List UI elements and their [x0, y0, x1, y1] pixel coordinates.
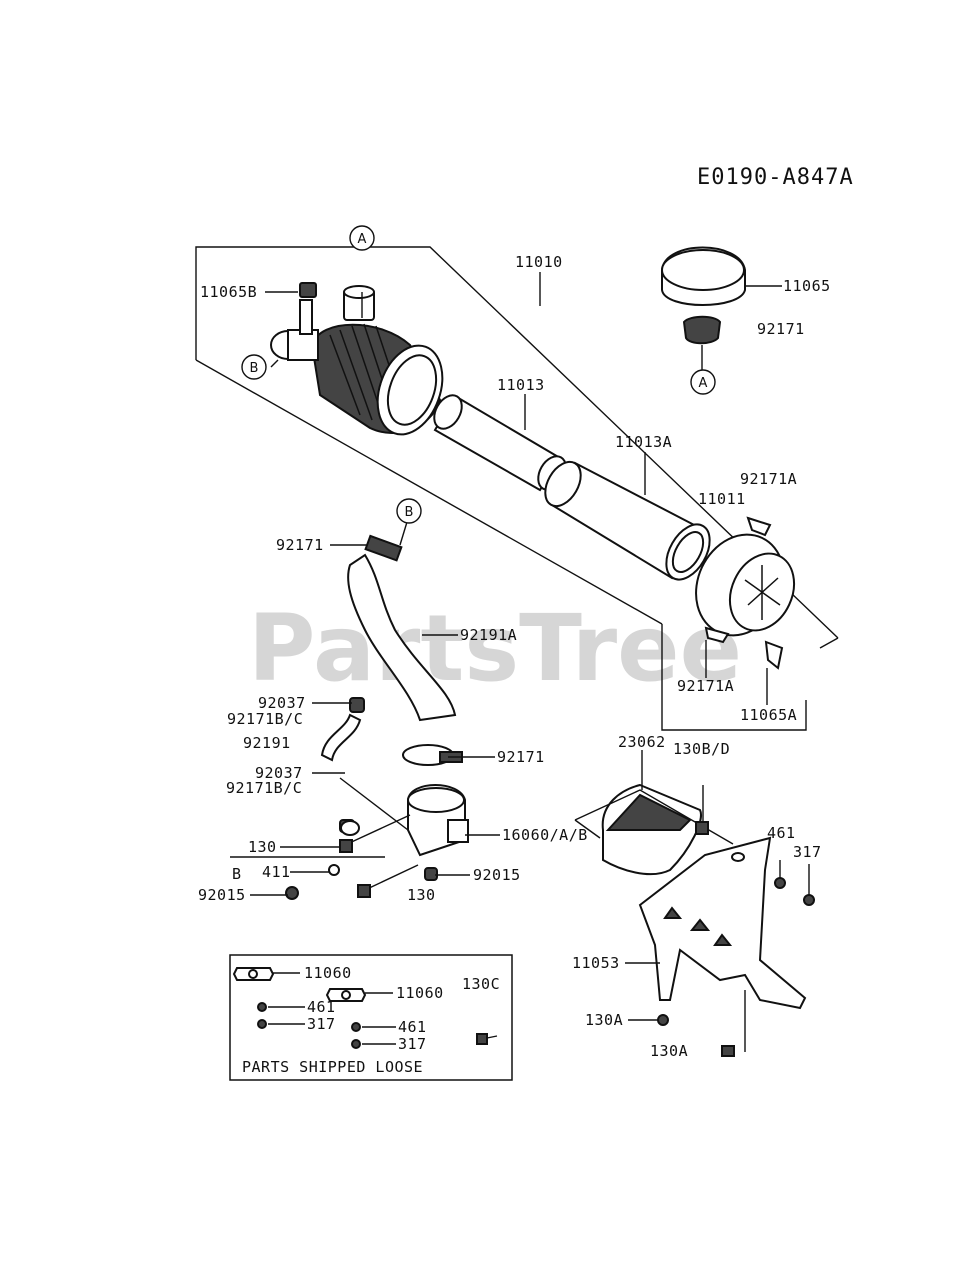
callout-a-cap: A — [690, 369, 716, 395]
small-hose-92191 — [320, 697, 365, 836]
label-317-box-2: 317 — [398, 1035, 427, 1053]
label-411: 411 — [262, 863, 291, 881]
clamp-92171 — [402, 744, 463, 766]
label-11013: 11013 — [497, 376, 545, 394]
leader-lines — [230, 272, 810, 1021]
air-cleaner-housing — [270, 282, 444, 436]
label-11011: 11011 — [698, 490, 746, 508]
bracket-11053 — [638, 836, 815, 1057]
air-cleaner-assembly-frame — [195, 246, 839, 731]
label-11010: 11010 — [515, 253, 563, 271]
label-130bd: 130B/D — [673, 740, 730, 758]
callout-b-hose: B — [396, 498, 422, 524]
label-11065a: 11065A — [740, 706, 797, 724]
label-11060-1: 11060 — [304, 964, 352, 982]
label-92191a: 92191A — [460, 626, 517, 644]
svg-text:A: A — [699, 376, 708, 391]
filter-element-primary — [433, 394, 567, 492]
label-11065b: 11065B — [200, 283, 257, 301]
bolts-130 — [285, 814, 438, 900]
parts-shipped-loose-box — [229, 954, 513, 1081]
svg-text:A: A — [358, 232, 367, 247]
label-461-box-2: 461 — [398, 1018, 427, 1036]
label-11060-2: 11060 — [396, 984, 444, 1002]
label-b-marker: B — [232, 865, 242, 883]
label-130-2: 130 — [407, 886, 436, 904]
label-130-1: 130 — [248, 838, 277, 856]
callout-b-left: B — [241, 354, 267, 380]
label-92015-right: 92015 — [473, 866, 521, 884]
label-130a-1: 130A — [585, 1011, 623, 1029]
label-92171a-top: 92171A — [740, 470, 797, 488]
filter-element-secondary — [544, 460, 711, 581]
label-130c: 130C — [462, 975, 500, 993]
label-11065: 11065 — [783, 277, 831, 295]
label-92171bc-2: 92171B/C — [226, 779, 302, 797]
reference-code: E0190-A847A — [697, 165, 854, 190]
label-23062: 23062 — [618, 733, 666, 751]
label-461-box-1: 461 — [307, 998, 336, 1016]
watermark: PartsTree — [248, 595, 742, 702]
label-92037-2: 92037 — [255, 764, 303, 782]
label-461-right: 461 — [767, 824, 796, 842]
svg-text:B: B — [405, 505, 414, 520]
cap-11065 — [661, 246, 746, 345]
label-92171bc-1: 92171B/C — [227, 710, 303, 728]
svg-text:B: B — [250, 361, 259, 376]
parts-shipped-loose-title: PARTS SHIPPED LOOSE — [242, 1058, 423, 1076]
label-92037-1: 92037 — [258, 694, 306, 712]
hose-92191a — [347, 534, 457, 722]
label-16060: 16060/A/B — [502, 826, 588, 844]
label-92191: 92191 — [243, 734, 291, 752]
shroud-23062 — [574, 783, 734, 876]
callout-a-top: A — [349, 225, 375, 251]
label-92015-left: 92015 — [198, 886, 246, 904]
label-317-right: 317 — [793, 843, 822, 861]
label-317-box-1: 317 — [307, 1015, 336, 1033]
label-92171-hose: 92171 — [276, 536, 324, 554]
label-130a-2: 130A — [650, 1042, 688, 1060]
label-11053: 11053 — [572, 954, 620, 972]
elbow-16060 — [407, 784, 469, 857]
label-92171a-bottom: 92171A — [677, 677, 734, 695]
air-cleaner-cover — [695, 516, 796, 670]
label-92171-top: 92171 — [757, 320, 805, 338]
label-92171-clamp: 92171 — [497, 748, 545, 766]
label-11013a: 11013A — [615, 433, 672, 451]
